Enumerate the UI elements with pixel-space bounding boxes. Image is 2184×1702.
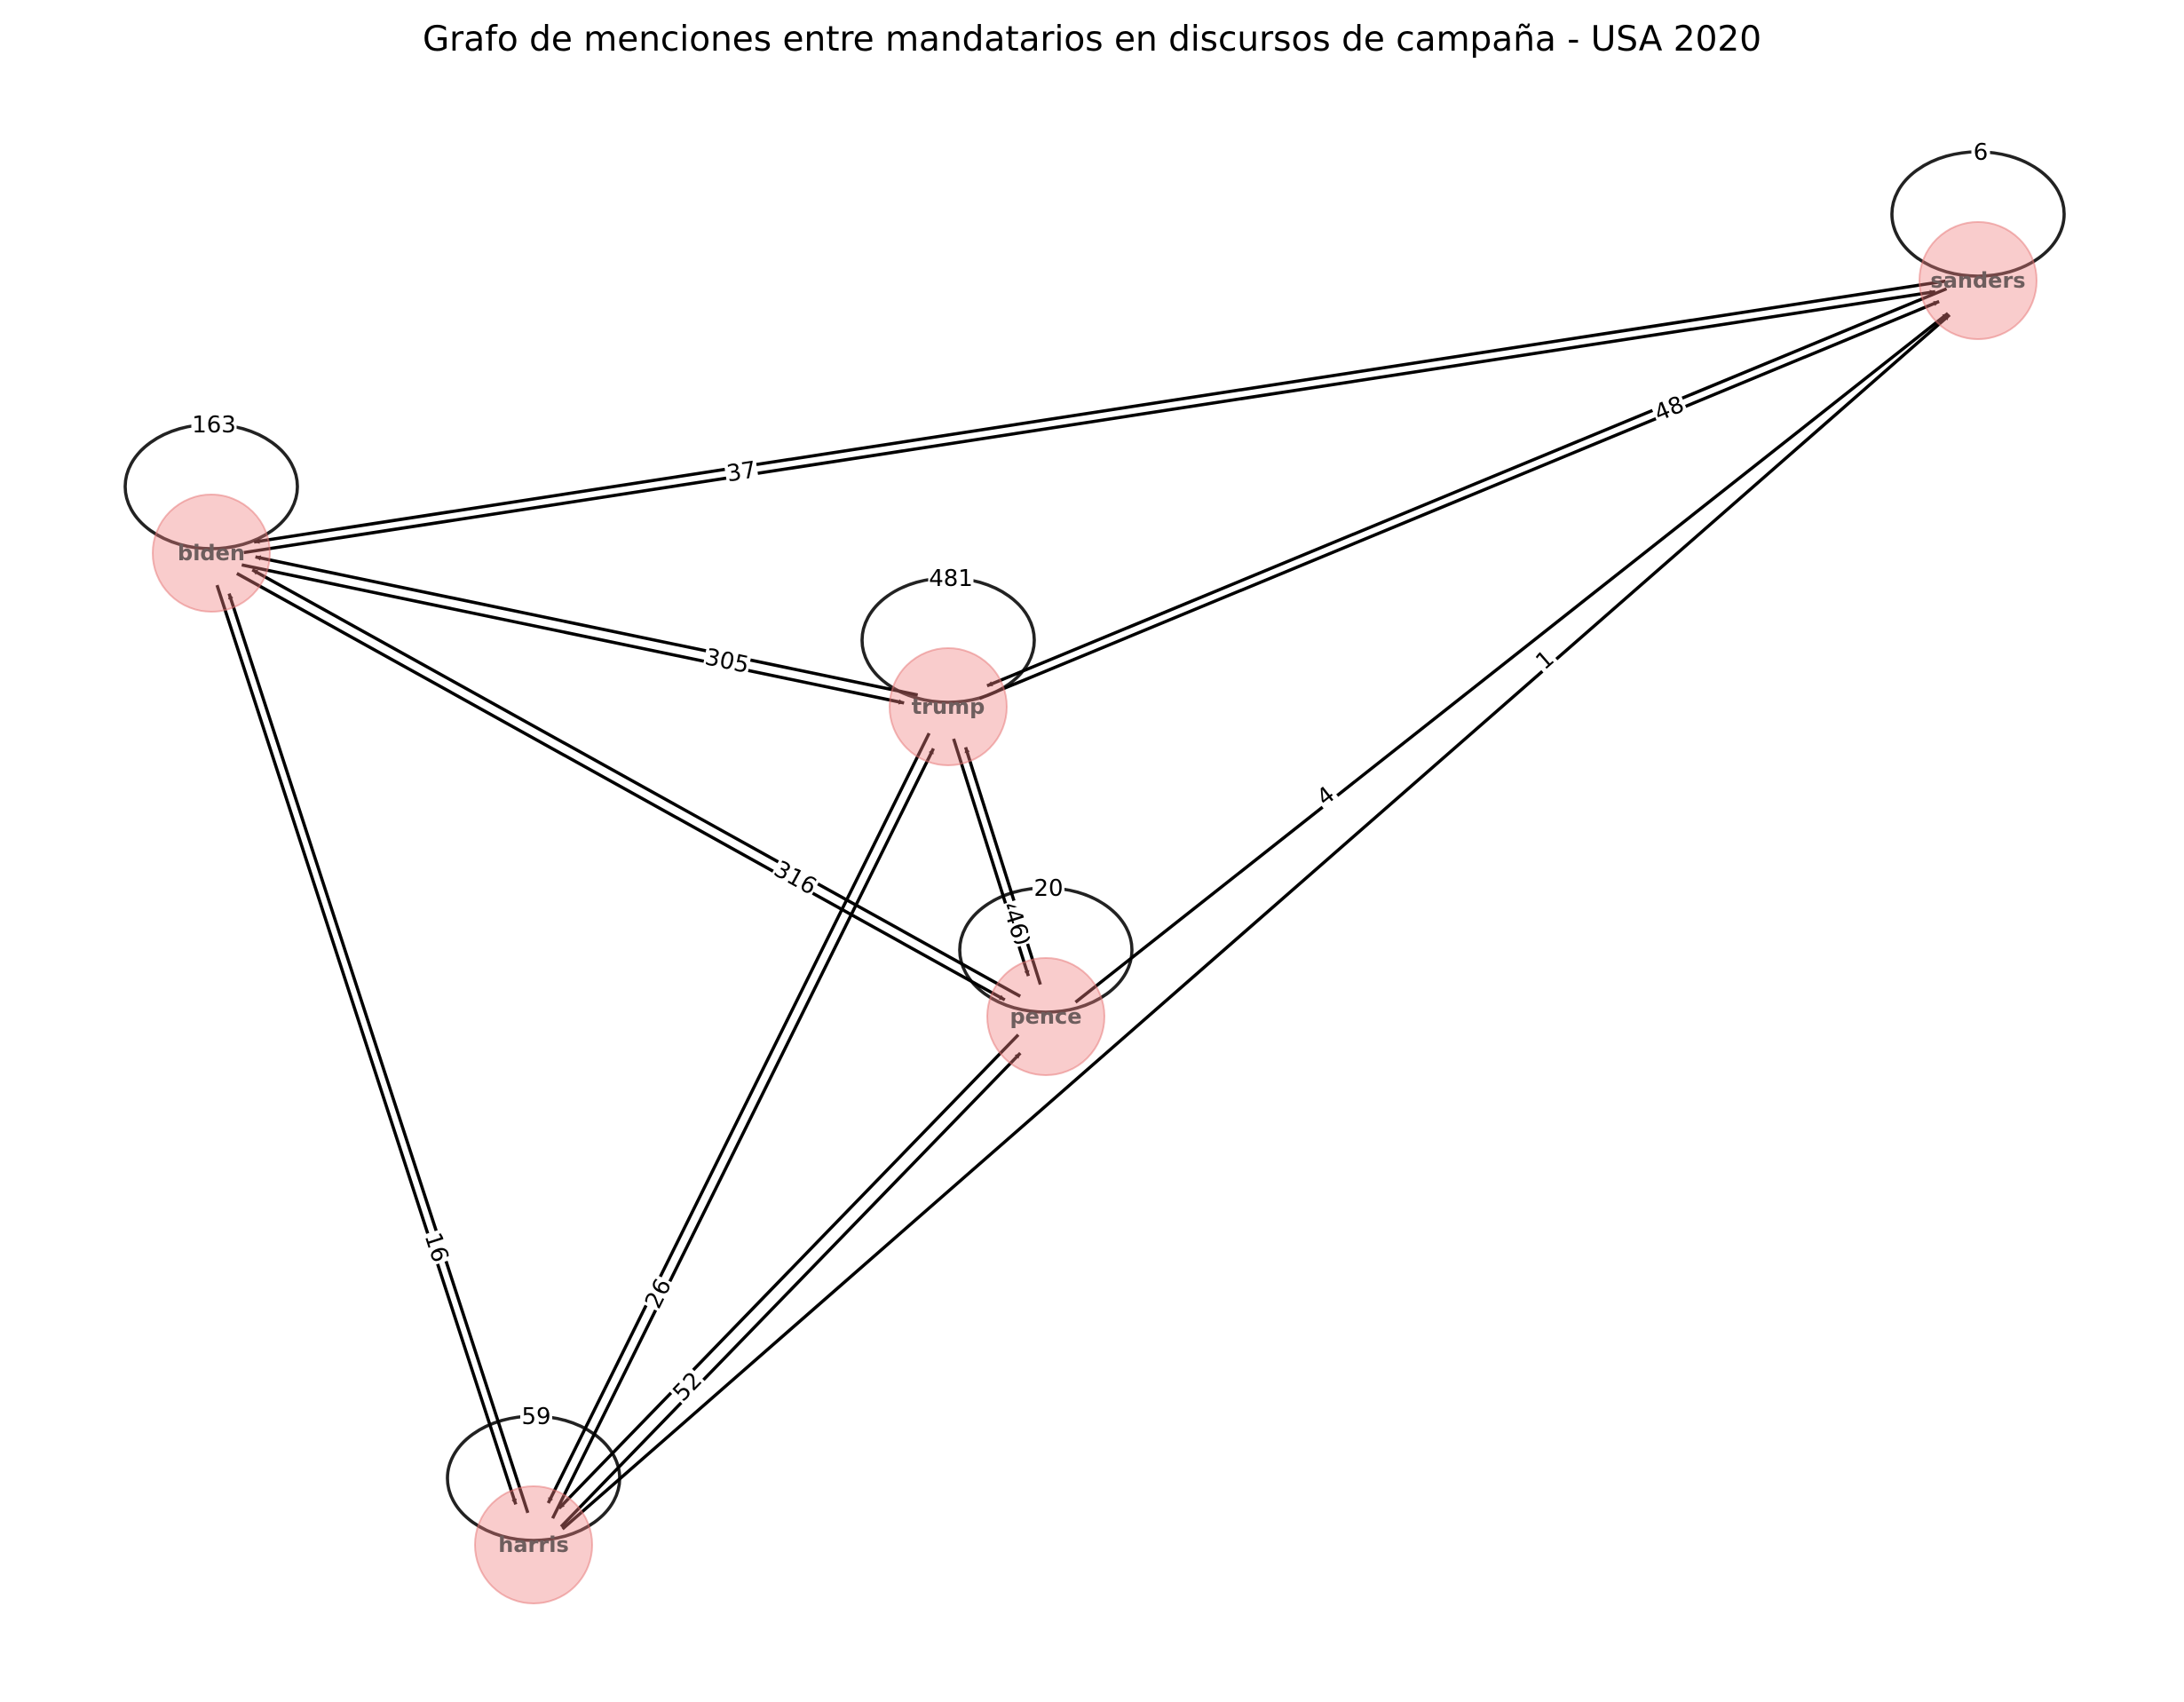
edge-harris-to-trump: [550, 748, 936, 1519]
edge-label-pence-to-sanders: 4: [1310, 780, 1341, 811]
self-loop-label-sanders-bg: [1971, 139, 1990, 164]
edge-label-pence-to-sanders-bg: [1310, 780, 1341, 811]
graph-title: Grafo de menciones entre mandatarios en …: [422, 20, 1762, 59]
nodes-layer: biden trump sanders pence harris: [152, 221, 2038, 1604]
edge-label-trump-to-biden-bg: [702, 644, 752, 678]
edge-pence-to-harris: [558, 1033, 1020, 1510]
edge-trump-to-sanders: [978, 299, 1940, 701]
edge-harris-to-sanders: [561, 313, 1951, 1531]
node-label-harris: harris: [498, 1532, 568, 1557]
edge-label-sanders-to-biden-bg: [724, 456, 759, 487]
edge-label-sanders-to-biden-text: 37: [725, 457, 758, 488]
node-circle-harris: [474, 1485, 593, 1604]
edge-label-sanders-to-biden: 37: [724, 456, 759, 487]
edge-label-pence-to-biden-bg: [781, 862, 810, 893]
self-loop-label-trump-text: 481: [929, 566, 973, 592]
edge-biden-to-harris: [215, 584, 518, 1506]
edge-label-harris-to-biden: 16: [419, 1228, 454, 1267]
edge-label-harris-to-pence-bg: [667, 1366, 708, 1407]
edge-harris-to-biden: [227, 592, 530, 1514]
self-loop-label-pence-text: 20: [1033, 875, 1063, 902]
node-label-sanders: sanders: [1930, 268, 2025, 293]
self-loop-label-harris-bg: [520, 1404, 552, 1429]
node-circle-sanders: [1919, 221, 2038, 340]
self-loop-label-trump: 481: [928, 566, 974, 592]
self-loop-label-pence: 20: [1033, 875, 1064, 902]
edges-layer: [215, 279, 1951, 1531]
edge-trump-to-harris: [546, 732, 931, 1504]
edge-pence-to-trump: [963, 747, 1042, 986]
edge-biden-to-trump: [241, 563, 905, 705]
self-loop-label-biden: 163: [191, 412, 237, 439]
self-loop-label-pence-bg: [1033, 875, 1064, 900]
node-label-biden: biden: [178, 541, 245, 566]
node-sanders[interactable]: sanders: [1919, 221, 2038, 340]
edge-label-harris-to-sanders: 1: [1529, 644, 1561, 676]
edge-label-sanders-to-trump-bg: [1650, 391, 1689, 426]
edge-label-harris-to-biden-bg: [420, 1228, 454, 1267]
edge-sanders-to-biden: [253, 279, 1946, 544]
edge-trump-to-biden: [255, 555, 919, 697]
edge-label-harris-to-trump-bg: [639, 1273, 677, 1314]
node-circle-pence: [986, 957, 1105, 1076]
edge-biden-to-sanders: [243, 289, 1936, 555]
self-loop-label-sanders: 6: [1971, 139, 1990, 166]
edge-harris-to-pence: [559, 1051, 1022, 1528]
self-loop-label-sanders-text: 6: [1974, 139, 1989, 166]
edge-pence-to-sanders: [1074, 312, 1950, 1004]
edge-sanders-to-trump: [986, 287, 1948, 688]
node-biden[interactable]: biden: [152, 494, 271, 613]
self-loop-label-trump-bg: [928, 566, 974, 590]
node-label-trump: trump: [912, 694, 985, 719]
edge-label-trump-to-biden: 305: [702, 644, 752, 679]
node-circle-trump: [889, 647, 1008, 766]
node-circle-biden: [152, 494, 271, 613]
edge-pence-to-biden: [251, 568, 1022, 998]
self-loop-label-biden-bg: [191, 412, 237, 437]
edge-label-pence-to-trump-bg: [1000, 904, 1033, 943]
node-pence[interactable]: pence: [986, 957, 1105, 1076]
edge-label-harris-to-pence: 52: [667, 1366, 708, 1407]
edge-label-harris-to-pence-text: 52: [669, 1367, 708, 1407]
self-loop-label-biden-text: 163: [192, 412, 236, 439]
self-loop-label-harris-text: 59: [521, 1404, 550, 1430]
edge-labels-layer: 1634816205983780630586483761671649046472…: [191, 139, 1990, 1430]
edge-biden-to-pence: [235, 572, 1006, 1001]
self-loop-label-harris: 59: [520, 1404, 552, 1430]
edge-label-harris-to-sanders-bg: [1529, 644, 1561, 676]
node-harris[interactable]: harris: [474, 1485, 593, 1604]
node-label-pence: pence: [1009, 1004, 1081, 1029]
edge-label-trump-to-biden-text: 305: [702, 644, 751, 678]
node-trump[interactable]: trump: [889, 647, 1008, 766]
